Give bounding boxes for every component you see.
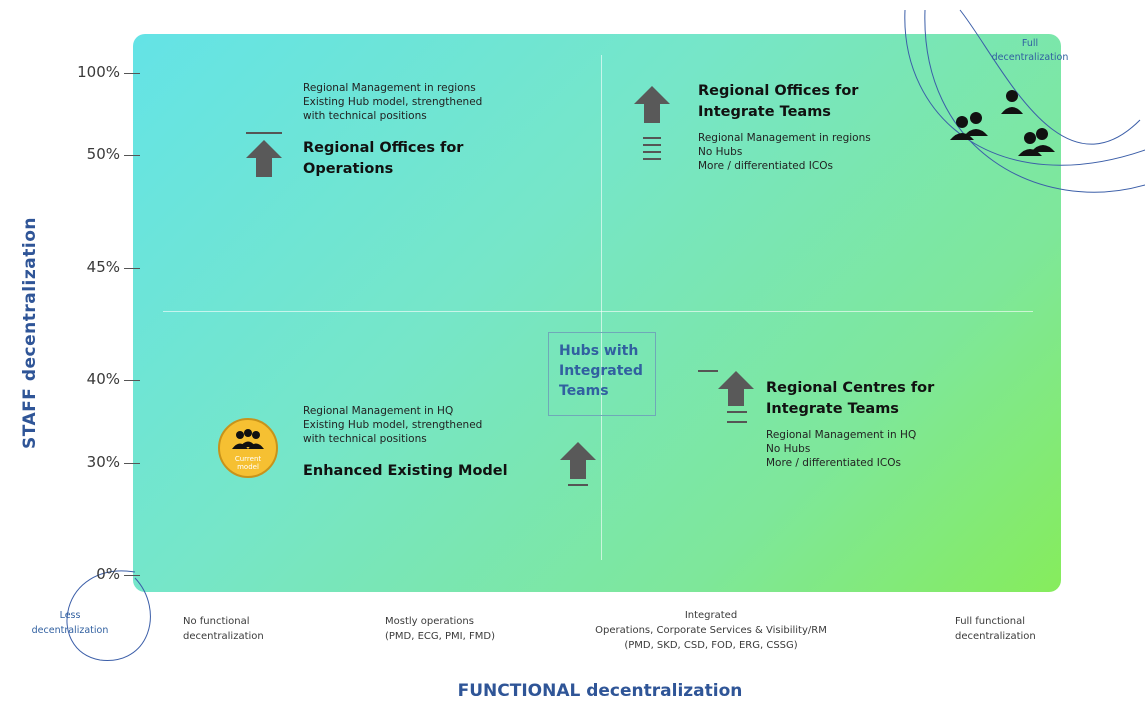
horizontal-divider xyxy=(163,311,1033,312)
bottom-right-title: Regional Centres for Integrate Teams xyxy=(766,380,935,417)
x-category-operations: Mostly operations(PMD, ECG, PMI, FMD) xyxy=(385,616,495,642)
bottom-right-description: Regional Management in HQ No Hubs More /… xyxy=(766,429,917,469)
people-icon xyxy=(950,112,988,140)
less-decentralization-arc xyxy=(66,570,151,661)
y-tick-100: 100% xyxy=(77,63,120,81)
y-tick-mark xyxy=(124,73,140,74)
dash-marker xyxy=(643,144,661,146)
people-icon xyxy=(1018,128,1055,156)
up-arrow-icon xyxy=(634,86,670,123)
dash-marker xyxy=(643,158,661,160)
people-icon xyxy=(232,429,264,449)
dash-marker xyxy=(698,370,718,372)
dash-marker xyxy=(727,411,747,413)
y-tick-mark xyxy=(124,268,140,269)
dash-marker xyxy=(643,151,661,153)
decentralization-matrix xyxy=(133,34,1061,592)
y-axis-label: STAFF decentralization xyxy=(20,217,40,449)
full-decentralization-arc-3 xyxy=(959,9,1141,145)
up-arrow-icon xyxy=(560,442,596,479)
x-axis-label: FUNCTIONAL decentralization xyxy=(457,681,743,701)
bottom-left-description: Regional Management in HQ Existing Hub m… xyxy=(303,405,483,445)
dash-marker xyxy=(246,132,282,134)
hubs-integrated-teams-box: Hubs with Integrated Teams xyxy=(548,332,656,416)
y-tick-45: 45% xyxy=(86,258,120,276)
y-tick-mark xyxy=(124,380,140,381)
top-right-description: Regional Management in regions No Hubs M… xyxy=(698,132,871,172)
y-tick-mark xyxy=(124,463,140,464)
top-right-title: Regional Offices for Integrate Teams xyxy=(698,83,859,120)
y-tick-30: 30% xyxy=(86,453,120,471)
vertical-divider xyxy=(601,55,602,560)
y-tick-40: 40% xyxy=(86,370,120,388)
up-arrow-icon xyxy=(246,140,282,177)
y-tick-50: 50% xyxy=(86,145,120,163)
full-decentralization-arc-2 xyxy=(924,9,1145,193)
y-tick-0: 0% xyxy=(96,565,120,583)
team-icons xyxy=(950,90,1055,156)
dash-marker xyxy=(568,484,588,486)
dash-marker xyxy=(727,421,747,423)
y-tick-mark xyxy=(124,575,140,576)
top-left-title: Regional Offices for Operations xyxy=(303,140,464,177)
bottom-left-title: Enhanced Existing Model xyxy=(303,463,508,479)
up-arrow-icon xyxy=(718,371,754,406)
y-tick-mark xyxy=(124,155,140,156)
people-icon xyxy=(1001,90,1023,114)
dash-marker xyxy=(643,137,661,139)
top-left-description: Regional Management in regions Existing … xyxy=(303,82,483,122)
